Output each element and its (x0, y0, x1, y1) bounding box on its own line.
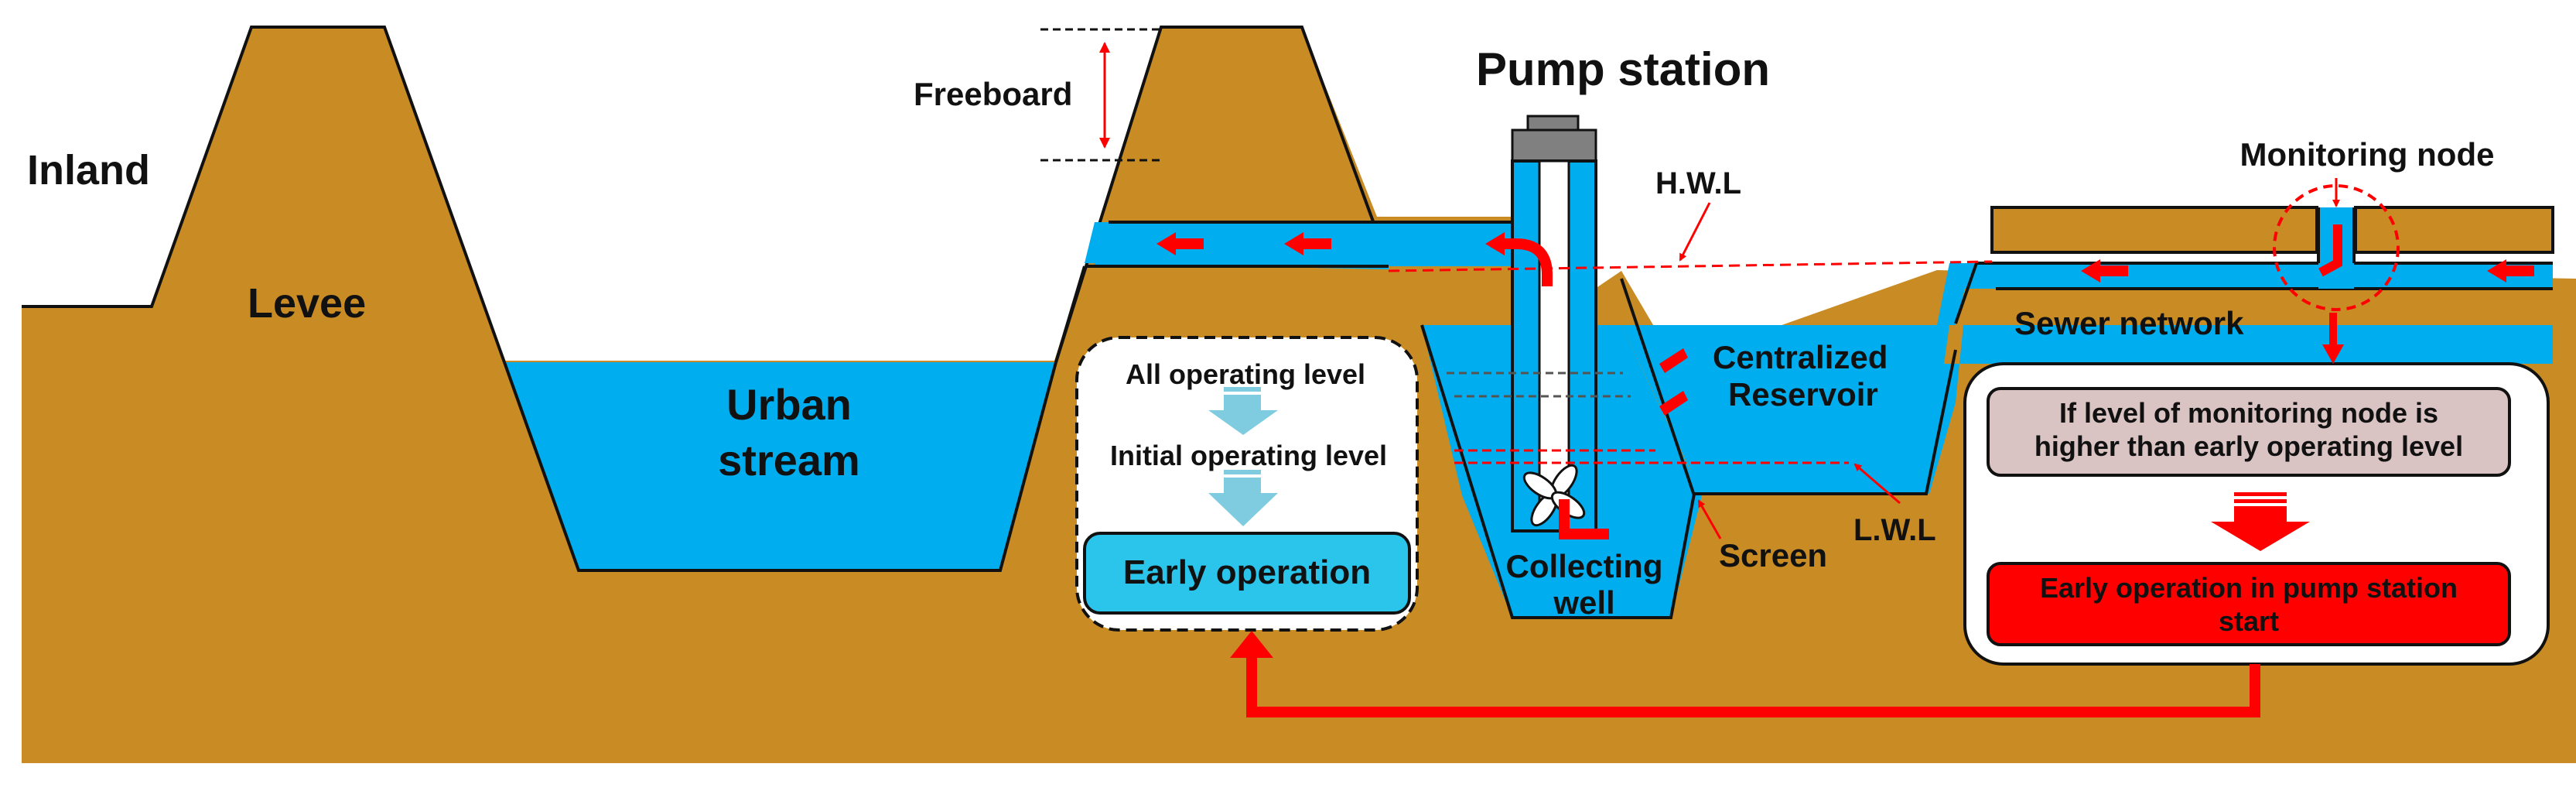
early-operation-label: Early operation (1123, 553, 1371, 591)
hwl-pointer (1679, 202, 1711, 262)
urban-stream (504, 362, 1056, 570)
level-down-arrow-icon-1 (1208, 387, 1278, 435)
feedback-connector (1246, 656, 2260, 717)
monitoring-node-circle (2273, 184, 2400, 311)
pump-station-title: Pump station (1476, 43, 1770, 95)
collecting-well-label-2: well (1553, 584, 1614, 621)
well-outline (1420, 324, 1957, 619)
levee-label: Levee (248, 280, 366, 327)
monitoring-node-arrow (2318, 224, 2342, 277)
road-slab-right (2354, 206, 2554, 254)
road-slab-left (1990, 206, 2318, 254)
freeboard-label: Freeboard (914, 76, 1072, 112)
pump-intake-bend (1559, 499, 1609, 539)
lwl-pointer (1853, 463, 1901, 505)
inland-label: Inland (27, 147, 150, 193)
action-text-2: start (2219, 605, 2279, 637)
all-operating-level-label: All operating level (1126, 358, 1365, 390)
pump-outlet-bend (1515, 238, 1553, 286)
feedback-arrowhead (1230, 631, 1273, 658)
condition-text-2: higher than early operating level (2034, 430, 2463, 462)
decision-down-arrow-icon (2211, 492, 2310, 551)
urban-stream-label-2: stream (718, 436, 860, 485)
monitoring-node-label: Monitoring node (2240, 136, 2495, 173)
hwl-line (1388, 260, 1993, 272)
sewer-pipe-body (1980, 263, 2553, 289)
condition-text-1: If level of monitoring node is (2059, 397, 2438, 429)
levee-lower-slope (1054, 265, 1086, 363)
urban-stream-bank (503, 361, 1057, 572)
flow-arrows (1156, 232, 2534, 416)
screen-pointer (1697, 499, 1722, 539)
urban-stream-label-1: Urban (726, 380, 852, 429)
initial-operating-level-label: Initial operating level (1110, 440, 1387, 471)
collecting-well-label-1: Collecting (1505, 548, 1662, 584)
action-text-1: Early operation in pump station (2040, 572, 2458, 604)
pump-shaft (1538, 159, 1570, 503)
centralized-label-1: Centralized (1713, 339, 1888, 375)
centralized-label-2: Reservoir (1728, 376, 1878, 413)
inland-levee-outline (22, 26, 506, 363)
early-operation-box (1083, 532, 1411, 615)
lwl-label: L.W.L (1853, 513, 1936, 547)
action-box (1987, 562, 2511, 646)
hwl-label: H.W.L (1655, 166, 1741, 200)
pump-motor (1511, 128, 1597, 163)
sewer-pipe-outline (1954, 262, 2553, 324)
sewer-network-label: Sewer network (2014, 305, 2244, 341)
impeller-icon (1522, 464, 1586, 527)
screen-label: Screen (1719, 537, 1827, 574)
reservoir-basin (1621, 325, 1949, 494)
river-levee-outline (1054, 26, 1375, 363)
level-down-arrow-icon-2 (1208, 470, 1278, 526)
screen-line (1620, 278, 1696, 496)
pump-motor-cap (1526, 115, 1580, 132)
condition-box (1987, 387, 2511, 477)
